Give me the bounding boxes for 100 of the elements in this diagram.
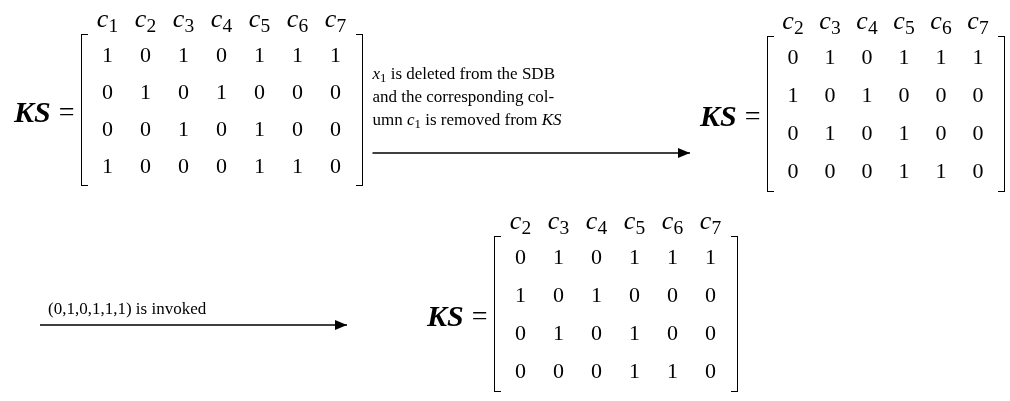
matrix-entry: 0 — [861, 122, 873, 144]
matrix-entry: 0 — [667, 284, 678, 306]
matrix-entry: 0 — [330, 117, 341, 140]
matrix-entry: 1 — [515, 284, 526, 306]
column-header: c$_{5}$ — [893, 6, 915, 36]
matrix-name: KS — [700, 101, 737, 131]
arrow — [371, 148, 691, 158]
matrix-entry: 1 — [787, 84, 799, 106]
matrix-entry: 1 — [667, 360, 678, 382]
column-header: c$_{2}$ — [782, 6, 804, 36]
matrix-entry: 0 — [216, 117, 227, 140]
column-header: c$_{3}$ — [172, 4, 195, 34]
column-header: c$_{6}$ — [286, 4, 309, 34]
matrix-entry: 0 — [705, 284, 716, 306]
matrix-entry: 1 — [254, 117, 265, 140]
matrix-entry: 0 — [861, 160, 873, 182]
matrix-entry: 0 — [861, 46, 873, 68]
matrix-entry: 0 — [972, 84, 984, 106]
matrix-entry: 1 — [629, 246, 640, 268]
matrix-entry: 0 — [178, 80, 189, 103]
matrix-entry: 0 — [629, 284, 640, 306]
matrix-entry: 0 — [898, 84, 910, 106]
column-header: c$_{4}$ — [856, 6, 878, 36]
column-header: c$_{5}$ — [248, 4, 271, 34]
matrix-entry: 0 — [216, 43, 227, 66]
matrix-entry: 0 — [254, 80, 265, 103]
matrix-entry: 0 — [102, 80, 113, 103]
matrix-entry: 0 — [787, 122, 799, 144]
column-header: c$_{2}$ — [509, 206, 532, 236]
column-header: c$_{2}$ — [134, 4, 157, 34]
matrix-entry: 0 — [667, 322, 678, 344]
matrix-entry: 1 — [705, 246, 716, 268]
column-header: c$_{5}$ — [623, 206, 646, 236]
matrix-name: KS — [14, 97, 51, 127]
column-header: c$_{7}$ — [699, 206, 722, 236]
column-header: c$_{3}$ — [547, 206, 570, 236]
arrow — [39, 320, 348, 330]
matrix-entry: 0 — [178, 154, 189, 177]
matrix-entry: 0 — [140, 154, 151, 177]
matrix-entry: 1 — [178, 43, 189, 66]
matrix-entry: 0 — [330, 154, 341, 177]
matrix-entry: 0 — [591, 246, 602, 268]
column-header: c$_{1}$ — [96, 4, 119, 34]
matrix-entry: 1 — [629, 322, 640, 344]
matrix-entry: 0 — [553, 284, 564, 306]
column-header: c$_{3}$ — [819, 6, 841, 36]
matrix-entry: 0 — [591, 360, 602, 382]
matrix-entry: 1 — [292, 43, 303, 66]
matrix-entry: 1 — [102, 43, 113, 66]
matrix-entry: 0 — [972, 160, 984, 182]
column-header: c$_{7}$ — [324, 4, 347, 34]
matrix-entry: 1 — [292, 154, 303, 177]
matrix-entry: 0 — [292, 117, 303, 140]
matrix-entry: 0 — [216, 154, 227, 177]
matrix-entry: 0 — [935, 84, 947, 106]
matrix-entry: 0 — [553, 360, 564, 382]
matrix-entry: 1 — [140, 80, 151, 103]
matrix-entry: 0 — [935, 122, 947, 144]
matrix-entry: 1 — [102, 154, 113, 177]
matrix-entry: 1 — [667, 246, 678, 268]
matrix-entry: 0 — [705, 322, 716, 344]
column-header: c$_{6}$ — [930, 6, 952, 36]
matrix-entry: 0 — [705, 360, 716, 382]
column-header: c$_{6}$ — [661, 206, 684, 236]
matrix-entry: 0 — [787, 46, 799, 68]
matrix-entry: 0 — [591, 322, 602, 344]
column-header: c$_{4}$ — [585, 206, 608, 236]
matrix-entry: 1 — [178, 117, 189, 140]
matrix-entry: 1 — [591, 284, 602, 306]
matrix-entry: 1 — [254, 43, 265, 66]
matrix-entry: 0 — [515, 322, 526, 344]
matrix-entry: 0 — [824, 160, 836, 182]
matrix-entry: 1 — [824, 46, 836, 68]
matrix-entry: 1 — [972, 46, 984, 68]
matrix-entry: 1 — [898, 46, 910, 68]
matrix-entry: 0 — [102, 117, 113, 140]
matrix-entry: 1 — [898, 160, 910, 182]
matrix-entry: 1 — [330, 43, 341, 66]
column-header: c$_{4}$ — [210, 4, 233, 34]
edge-label: x$_{1}$ is deleted from the SDB and the corresponding col- umn c$_{1}$ is removed from KS — [372, 63, 563, 131]
matrix-entry: 1 — [935, 160, 947, 182]
matrix-entry: 0 — [515, 360, 526, 382]
matrix-entry: 0 — [330, 80, 341, 103]
matrix-entry: 0 — [140, 117, 151, 140]
matrix-entry: 0 — [787, 160, 799, 182]
matrix-entry: 1 — [553, 246, 564, 268]
edge-label: (0,1,0,1,1,1) is invoked — [48, 298, 208, 320]
matrix-entry: 1 — [254, 154, 265, 177]
matrix-entry: 1 — [898, 122, 910, 144]
matrix-entry: 0 — [515, 246, 526, 268]
matrix-entry: 1 — [553, 322, 564, 344]
column-header: c$_{7}$ — [967, 6, 989, 36]
matrix-entry: 1 — [216, 80, 227, 103]
equals-sign: = — [58, 98, 75, 126]
equals-sign: = — [744, 102, 761, 130]
matrix-entry: 1 — [935, 46, 947, 68]
equals-sign: = — [471, 302, 488, 330]
matrix-entry: 0 — [140, 43, 151, 66]
matrix-entry: 0 — [292, 80, 303, 103]
matrix-entry: 1 — [861, 84, 873, 106]
